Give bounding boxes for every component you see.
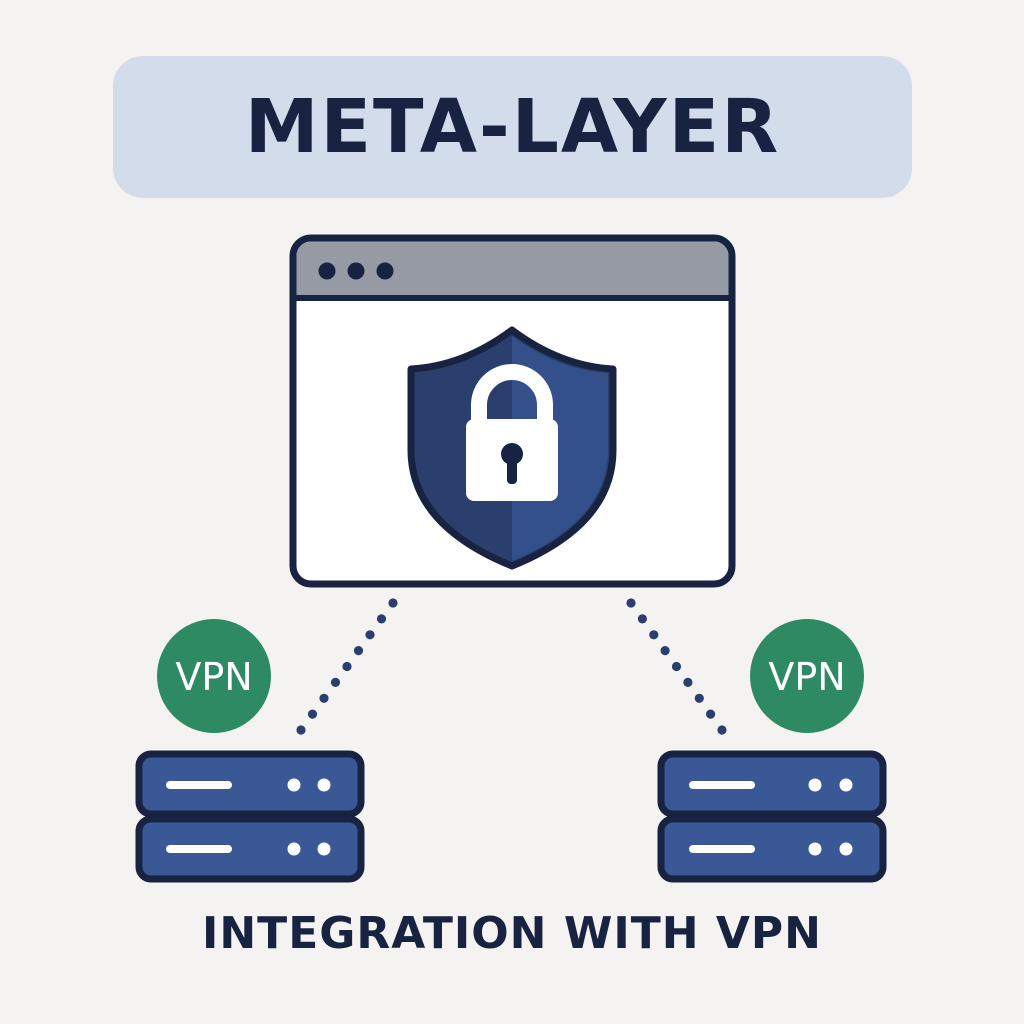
window-dot-icon: [376, 262, 394, 280]
server-unit: [135, 750, 365, 818]
vpn-badge-label: VPN: [768, 655, 845, 699]
link-dot: [353, 646, 364, 656]
server-rack-icon: [135, 750, 365, 883]
link-dot: [694, 693, 704, 703]
padlock-shackle: [471, 364, 553, 423]
browser-titlebar: [296, 241, 729, 298]
link-dot: [388, 598, 398, 608]
server-led-icon: [839, 842, 853, 856]
server-slot-icon: [689, 781, 755, 789]
banner-title: META-LAYER: [244, 84, 781, 170]
vpn-badge-right: VPN: [750, 619, 864, 733]
link-dot: [342, 661, 352, 672]
server-led-icon: [808, 778, 822, 792]
vpn-badge-left: VPN: [157, 619, 271, 733]
link-dot: [671, 661, 682, 672]
diagram-caption: INTEGRATION WITH VPN: [201, 908, 822, 959]
link-dot: [376, 614, 387, 624]
keyhole-slot: [507, 456, 517, 484]
link-dot: [365, 630, 375, 640]
link-dot: [626, 598, 636, 608]
padlock-icon: [466, 364, 558, 501]
link-dot: [330, 677, 341, 688]
link-dot: [706, 709, 716, 719]
server-led-icon: [808, 842, 822, 856]
server-slot-icon: [166, 845, 232, 853]
window-dot-icon: [347, 262, 365, 280]
title-banner: META-LAYER: [113, 56, 912, 198]
link-dot: [307, 709, 318, 719]
link-dot: [637, 614, 648, 624]
server-unit: [135, 815, 365, 883]
vpn-badge-circle: [750, 619, 864, 733]
server-rack-icon: [657, 750, 887, 883]
server-led-icon: [287, 842, 301, 856]
server-led-icon: [317, 778, 331, 792]
link-dot: [296, 725, 306, 735]
server-led-icon: [839, 778, 853, 792]
link-dot: [319, 693, 329, 703]
link-dot: [717, 725, 727, 735]
shield-icon: [407, 326, 617, 570]
server-slot-icon: [166, 781, 232, 789]
server-slot-icon: [689, 845, 755, 853]
link-dot: [683, 677, 693, 688]
server-led-icon: [287, 778, 301, 792]
link-dot: [649, 630, 659, 640]
vpn-badge-circle: [157, 619, 271, 733]
server-unit: [657, 750, 887, 818]
vpn-badge-label: VPN: [175, 655, 252, 699]
link-dot: [660, 646, 670, 656]
window-dot-icon: [318, 262, 336, 280]
keyhole-icon: [501, 443, 523, 465]
server-unit: [657, 815, 887, 883]
dotted-connection-line: [296, 598, 727, 735]
server-led-icon: [317, 842, 331, 856]
